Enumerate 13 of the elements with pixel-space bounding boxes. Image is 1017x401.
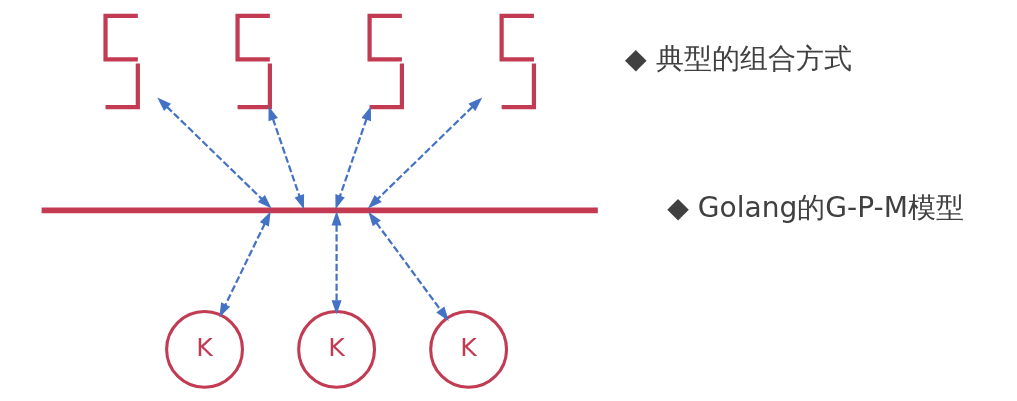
label: ◆ 典型的组合方式: [624, 42, 852, 76]
arrow: [156, 97, 272, 209]
arrow: [367, 211, 449, 322]
label: ◆ Golang的G-P-M模型: [666, 191, 964, 225]
node-circle: K: [296, 309, 376, 389]
arrow: [367, 97, 482, 209]
arrow: [218, 211, 271, 318]
node-circle: K: [428, 309, 508, 389]
arrow: [331, 211, 342, 315]
arrow: [267, 106, 304, 210]
arrow: [334, 106, 371, 210]
node-line: [41, 207, 598, 214]
node-circle: K: [164, 309, 244, 389]
